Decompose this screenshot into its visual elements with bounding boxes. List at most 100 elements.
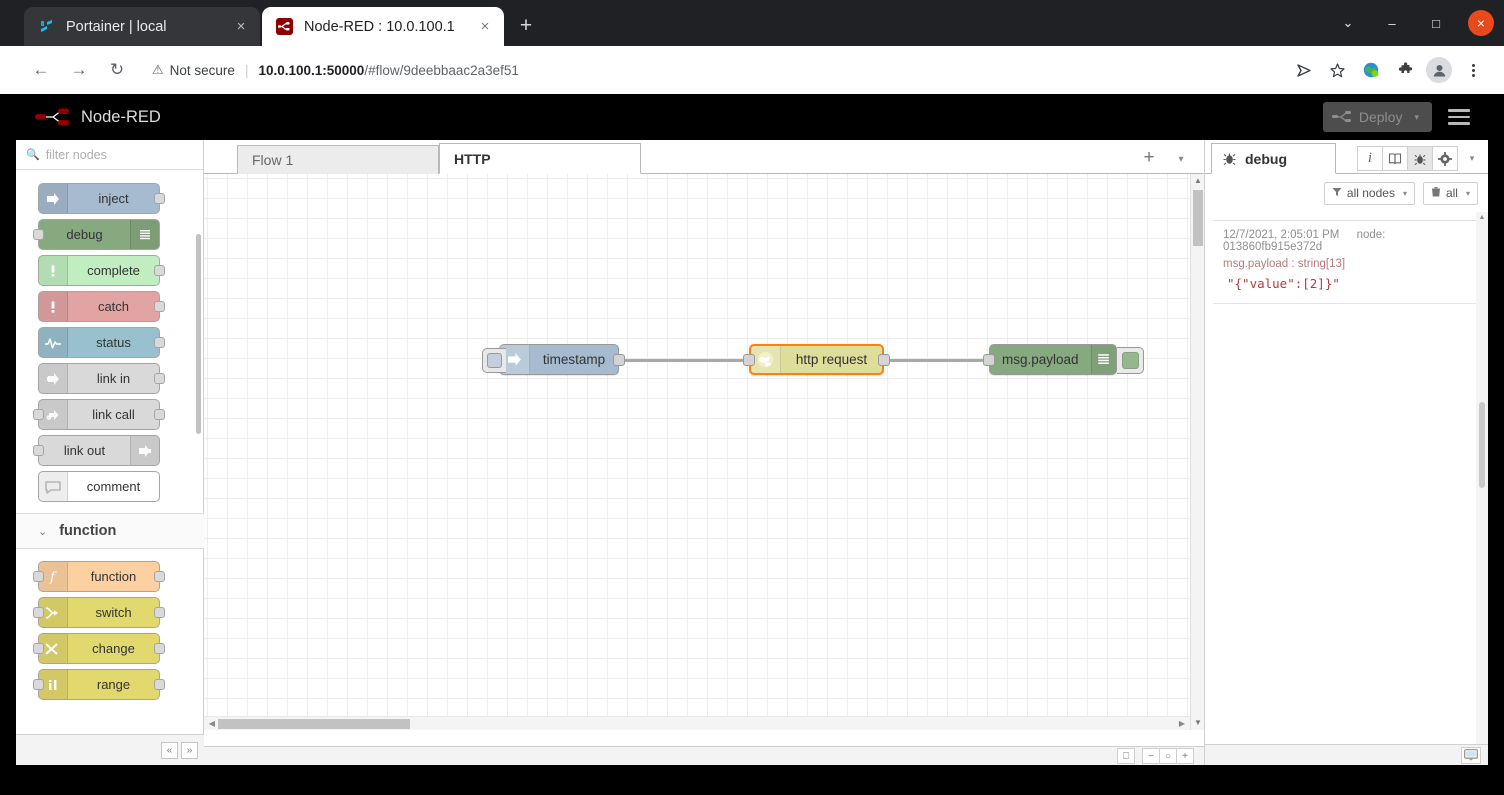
flow-node-debug[interactable]: msg.payload [983, 344, 1144, 375]
node-input-port[interactable] [33, 571, 44, 582]
scrollbar-thumb[interactable] [1193, 190, 1203, 246]
maximize-icon[interactable]: □ [1432, 15, 1440, 31]
scroll-right-icon[interactable]: ▶ [1178, 719, 1186, 728]
flow-tab-menu-icon[interactable]: ▾ [1178, 153, 1184, 165]
palette-node-function[interactable]: f function [33, 561, 165, 592]
node-output-port[interactable] [878, 354, 890, 366]
address-bar[interactable]: ⚠ Not secure | 10.0.100.1:50000 /#flow/9… [152, 62, 1286, 78]
canvas-horizontal-scrollbar[interactable]: ◀ ▶ [204, 716, 1190, 730]
globe-extension-icon[interactable] [1354, 53, 1388, 87]
zoom-out-button[interactable]: − [1142, 748, 1160, 764]
palette-node-link-call[interactable]: link call [33, 399, 165, 430]
zoom-reset-button[interactable]: ○ [1159, 748, 1177, 764]
palette-node-inject[interactable]: inject [38, 183, 165, 214]
zoom-in-button[interactable]: + [1176, 748, 1194, 764]
palette-scroll-area[interactable]: inject debug complete [16, 171, 204, 734]
close-icon[interactable]: × [236, 18, 246, 35]
node-output-port[interactable] [154, 265, 165, 276]
wire-inject-to-http[interactable] [619, 359, 749, 362]
kebab-menu-icon[interactable] [1456, 53, 1490, 87]
send-icon[interactable] [1286, 53, 1320, 87]
config-gear-icon[interactable] [1432, 146, 1458, 171]
palette-node-link-in[interactable]: link in [38, 363, 165, 394]
chevron-down-icon[interactable]: ▾ [1414, 111, 1419, 122]
clear-messages-button[interactable]: all ▾ [1422, 181, 1478, 205]
node-output-port[interactable] [154, 679, 165, 690]
reload-icon[interactable]: ↻ [109, 60, 125, 79]
star-icon[interactable] [1320, 53, 1354, 87]
palette-node-range[interactable]: range [33, 669, 165, 700]
window-close-icon[interactable]: × [1458, 0, 1504, 46]
browser-tab-portainer[interactable]: Portainer | local × [24, 7, 260, 46]
dashboard-monitor-icon[interactable] [1461, 746, 1481, 764]
node-filter-button[interactable]: all nodes ▾ [1323, 181, 1415, 205]
scroll-left-icon[interactable]: ◀ [208, 719, 216, 728]
debug-message-list[interactable]: 12/7/2021, 2:05:01 PM node: 013860fb915e… [1213, 220, 1481, 765]
expand-all-button[interactable]: » [181, 741, 198, 759]
deploy-button[interactable]: Deploy ▾ [1322, 102, 1432, 132]
scrollbar-thumb[interactable] [1479, 402, 1485, 488]
node-input-port[interactable] [33, 445, 44, 456]
node-input-port[interactable] [33, 229, 44, 240]
profile-avatar-icon[interactable] [1422, 53, 1456, 87]
tab-search-caret-icon[interactable]: ⌄ [1342, 15, 1354, 30]
palette-node-switch[interactable]: switch [33, 597, 165, 628]
collapse-all-button[interactable]: « [161, 741, 178, 759]
palette-node-complete[interactable]: complete [38, 255, 165, 286]
node-output-port[interactable] [154, 301, 165, 312]
flow-tab-flow-1[interactable]: Flow 1 [237, 145, 439, 174]
node-output-port[interactable] [613, 354, 625, 366]
node-output-port[interactable] [154, 373, 165, 384]
back-icon[interactable]: ← [32, 60, 50, 79]
add-flow-button[interactable]: + [1143, 147, 1155, 168]
scrollbar-thumb[interactable] [218, 719, 410, 729]
debug-message[interactable]: 12/7/2021, 2:05:01 PM node: 013860fb915e… [1213, 221, 1481, 304]
debug-toggle-button[interactable] [1117, 347, 1144, 374]
puzzle-extension-icon[interactable] [1388, 53, 1422, 87]
palette-node-change[interactable]: change [33, 633, 165, 664]
browser-tab-node-red[interactable]: Node-RED : 10.0.100.1 × [262, 7, 504, 46]
palette-category-function[interactable]: ⌄ function [16, 513, 204, 549]
debug-bug-icon[interactable] [1407, 146, 1433, 171]
node-input-port[interactable] [983, 354, 995, 366]
node-output-port[interactable] [154, 607, 165, 618]
main-menu-button[interactable] [1448, 105, 1470, 129]
palette-node-debug[interactable]: debug [33, 219, 160, 250]
scroll-up-icon[interactable]: ▲ [1194, 176, 1202, 185]
help-book-icon[interactable] [1382, 146, 1408, 171]
minimize-icon[interactable]: – [1388, 15, 1396, 31]
flow-canvas[interactable]: timestamp http request msg.payload [204, 174, 1204, 730]
node-input-port[interactable] [33, 679, 44, 690]
flow-tab-http[interactable]: HTTP [439, 143, 641, 174]
palette-search-input[interactable]: 🔍 filter nodes [16, 140, 203, 170]
inject-trigger-button[interactable] [482, 348, 506, 373]
sidebar-tab-debug[interactable]: debug [1211, 143, 1336, 174]
new-tab-button[interactable]: + [519, 14, 533, 37]
node-output-port[interactable] [154, 337, 165, 348]
node-input-port[interactable] [33, 409, 44, 420]
close-icon[interactable]: × [480, 18, 490, 35]
flow-node-http-request[interactable]: http request [743, 344, 890, 375]
node-input-port[interactable] [743, 354, 755, 366]
sidebar-menu-caret-icon[interactable]: ▾ [1469, 153, 1475, 163]
navigator-toggle-button[interactable]: ⎕ [1117, 748, 1135, 764]
node-output-port[interactable] [154, 643, 165, 654]
palette-node-status[interactable]: status [38, 327, 165, 358]
node-output-port[interactable] [154, 571, 165, 582]
flow-node-inject[interactable]: timestamp [482, 344, 625, 375]
scroll-up-icon[interactable]: ▲ [1478, 214, 1486, 221]
canvas-vertical-scrollbar[interactable]: ▲ ▼ [1190, 174, 1204, 730]
palette-node-link-out[interactable]: link out [33, 435, 160, 466]
forward-icon[interactable]: → [70, 60, 88, 79]
info-icon[interactable]: i [1357, 146, 1383, 171]
node-input-port[interactable] [33, 607, 44, 618]
node-output-port[interactable] [154, 409, 165, 420]
palette-node-catch[interactable]: catch [38, 291, 165, 322]
palette-node-comment[interactable]: comment [38, 471, 160, 502]
node-output-port[interactable] [154, 193, 165, 204]
wire-http-to-debug[interactable] [884, 359, 989, 362]
debug-list-scrollbar[interactable]: ▲ ▼ [1476, 212, 1488, 765]
scroll-down-icon[interactable]: ▼ [1194, 718, 1202, 727]
palette-scrollbar[interactable] [196, 174, 201, 694]
node-input-port[interactable] [33, 643, 44, 654]
